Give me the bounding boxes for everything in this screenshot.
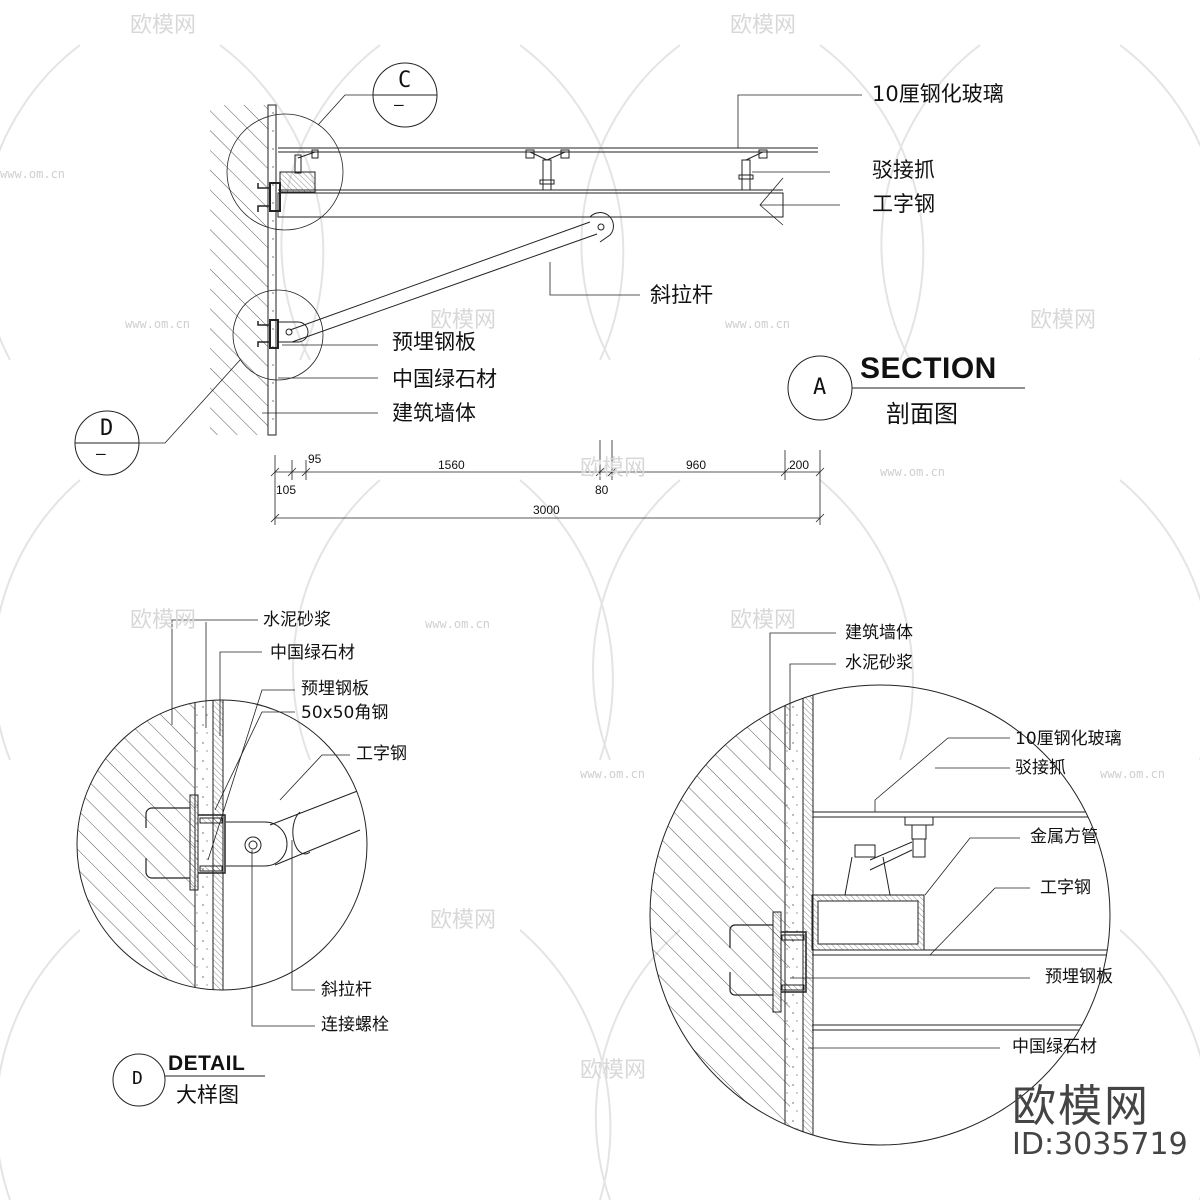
dim-200: 200 xyxy=(789,458,810,472)
watermark-url: www.om.cn xyxy=(725,317,791,331)
dim-3000: 3000 xyxy=(533,503,560,517)
c-label-ibeam: 工字钢 xyxy=(1040,878,1091,898)
c-label-mortar: 水泥砂浆 xyxy=(845,653,913,673)
stone-panel xyxy=(267,104,277,436)
dimension-lines xyxy=(270,440,825,525)
detail-title-cn: 大样图 xyxy=(176,1083,239,1107)
detail-circle-d xyxy=(232,289,324,381)
model-id: ID:3035719 xyxy=(1012,1127,1188,1162)
watermark-url: www.om.cn xyxy=(125,317,191,331)
watermark-text: 欧模网 xyxy=(130,13,197,38)
watermark-arcs xyxy=(0,44,1200,1200)
watermark-url: www.om.cn xyxy=(0,167,66,181)
label-tierod: 斜拉杆 xyxy=(650,283,713,307)
label-wall: 建筑墙体 xyxy=(392,401,476,425)
dim-1560: 1560 xyxy=(438,458,465,472)
d-label-bolt: 连接螺栓 xyxy=(321,1015,389,1035)
dim-95: 95 xyxy=(308,452,322,466)
d-label-tierod: 斜拉杆 xyxy=(321,980,372,1000)
detail-c-circle xyxy=(649,684,1111,1146)
c-label-glass: 10厘钢化玻璃 xyxy=(1015,729,1122,749)
label-embed-plate: 预埋钢板 xyxy=(392,330,476,354)
bubble-a-letter: A xyxy=(813,375,827,400)
watermark-text: 欧模网 xyxy=(730,13,797,38)
bubble-d-sub: — xyxy=(96,444,106,463)
section-title-en: SECTION xyxy=(860,352,997,385)
label-green-stone: 中国绿石材 xyxy=(392,367,497,391)
bubble-d-letter: D xyxy=(100,416,114,441)
wall-hatch xyxy=(210,105,268,435)
c-label-spider: 驳接抓 xyxy=(1015,758,1066,778)
tie-rod xyxy=(278,212,614,343)
c-label-green-stone: 中国绿石材 xyxy=(1012,1037,1097,1057)
dim-105: 105 xyxy=(276,483,297,497)
watermark-url: www.om.cn xyxy=(580,767,646,781)
bubble-c-sub: — xyxy=(394,95,404,114)
watermark-text: 欧模网 xyxy=(130,608,197,633)
c-label-embed-plate: 预埋钢板 xyxy=(1045,967,1113,987)
detail-d-circle xyxy=(76,699,368,991)
detail-d-bubble-letter: D xyxy=(132,1068,143,1089)
watermark-text: 欧模网 xyxy=(1030,308,1097,333)
detail-title-en: DETAIL xyxy=(168,1052,246,1075)
brand-watermark: 欧模网 xyxy=(1012,1081,1150,1132)
watermark-url: www.om.cn xyxy=(880,465,946,479)
c-label-wall: 建筑墙体 xyxy=(845,623,913,643)
d-label-embed-plate: 预埋钢板 xyxy=(301,679,369,699)
d-label-ibeam: 工字钢 xyxy=(356,744,407,764)
section-drawing xyxy=(74,62,1025,525)
d-label-mortar: 水泥砂浆 xyxy=(263,610,331,630)
label-spider: 驳接抓 xyxy=(872,158,935,182)
watermark-url: www.om.cn xyxy=(425,617,491,631)
label-glass: 10厘钢化玻璃 xyxy=(872,82,1004,106)
dim-80: 80 xyxy=(595,483,609,497)
ibeam xyxy=(277,192,784,218)
watermark-text: 欧模网 xyxy=(730,608,797,633)
spider-fittings xyxy=(294,149,768,191)
watermark-text: 欧模网 xyxy=(580,1058,647,1083)
d-label-angle: 50x50角钢 xyxy=(301,703,389,723)
label-ibeam: 工字钢 xyxy=(872,192,935,216)
watermark-url: www.om.cn xyxy=(1100,767,1166,781)
bubble-c-letter: C xyxy=(398,68,412,93)
watermark-text: 欧模网 xyxy=(580,456,647,481)
section-title-cn: 剖面图 xyxy=(886,400,958,428)
watermark-text: 欧模网 xyxy=(430,908,497,933)
watermark-text: 欧模网 xyxy=(430,308,497,333)
dim-960: 960 xyxy=(686,458,707,472)
c-label-square-tube: 金属方管 xyxy=(1030,827,1098,847)
detail-circle-c xyxy=(226,113,344,231)
d-label-green-stone: 中国绿石材 xyxy=(270,643,355,663)
